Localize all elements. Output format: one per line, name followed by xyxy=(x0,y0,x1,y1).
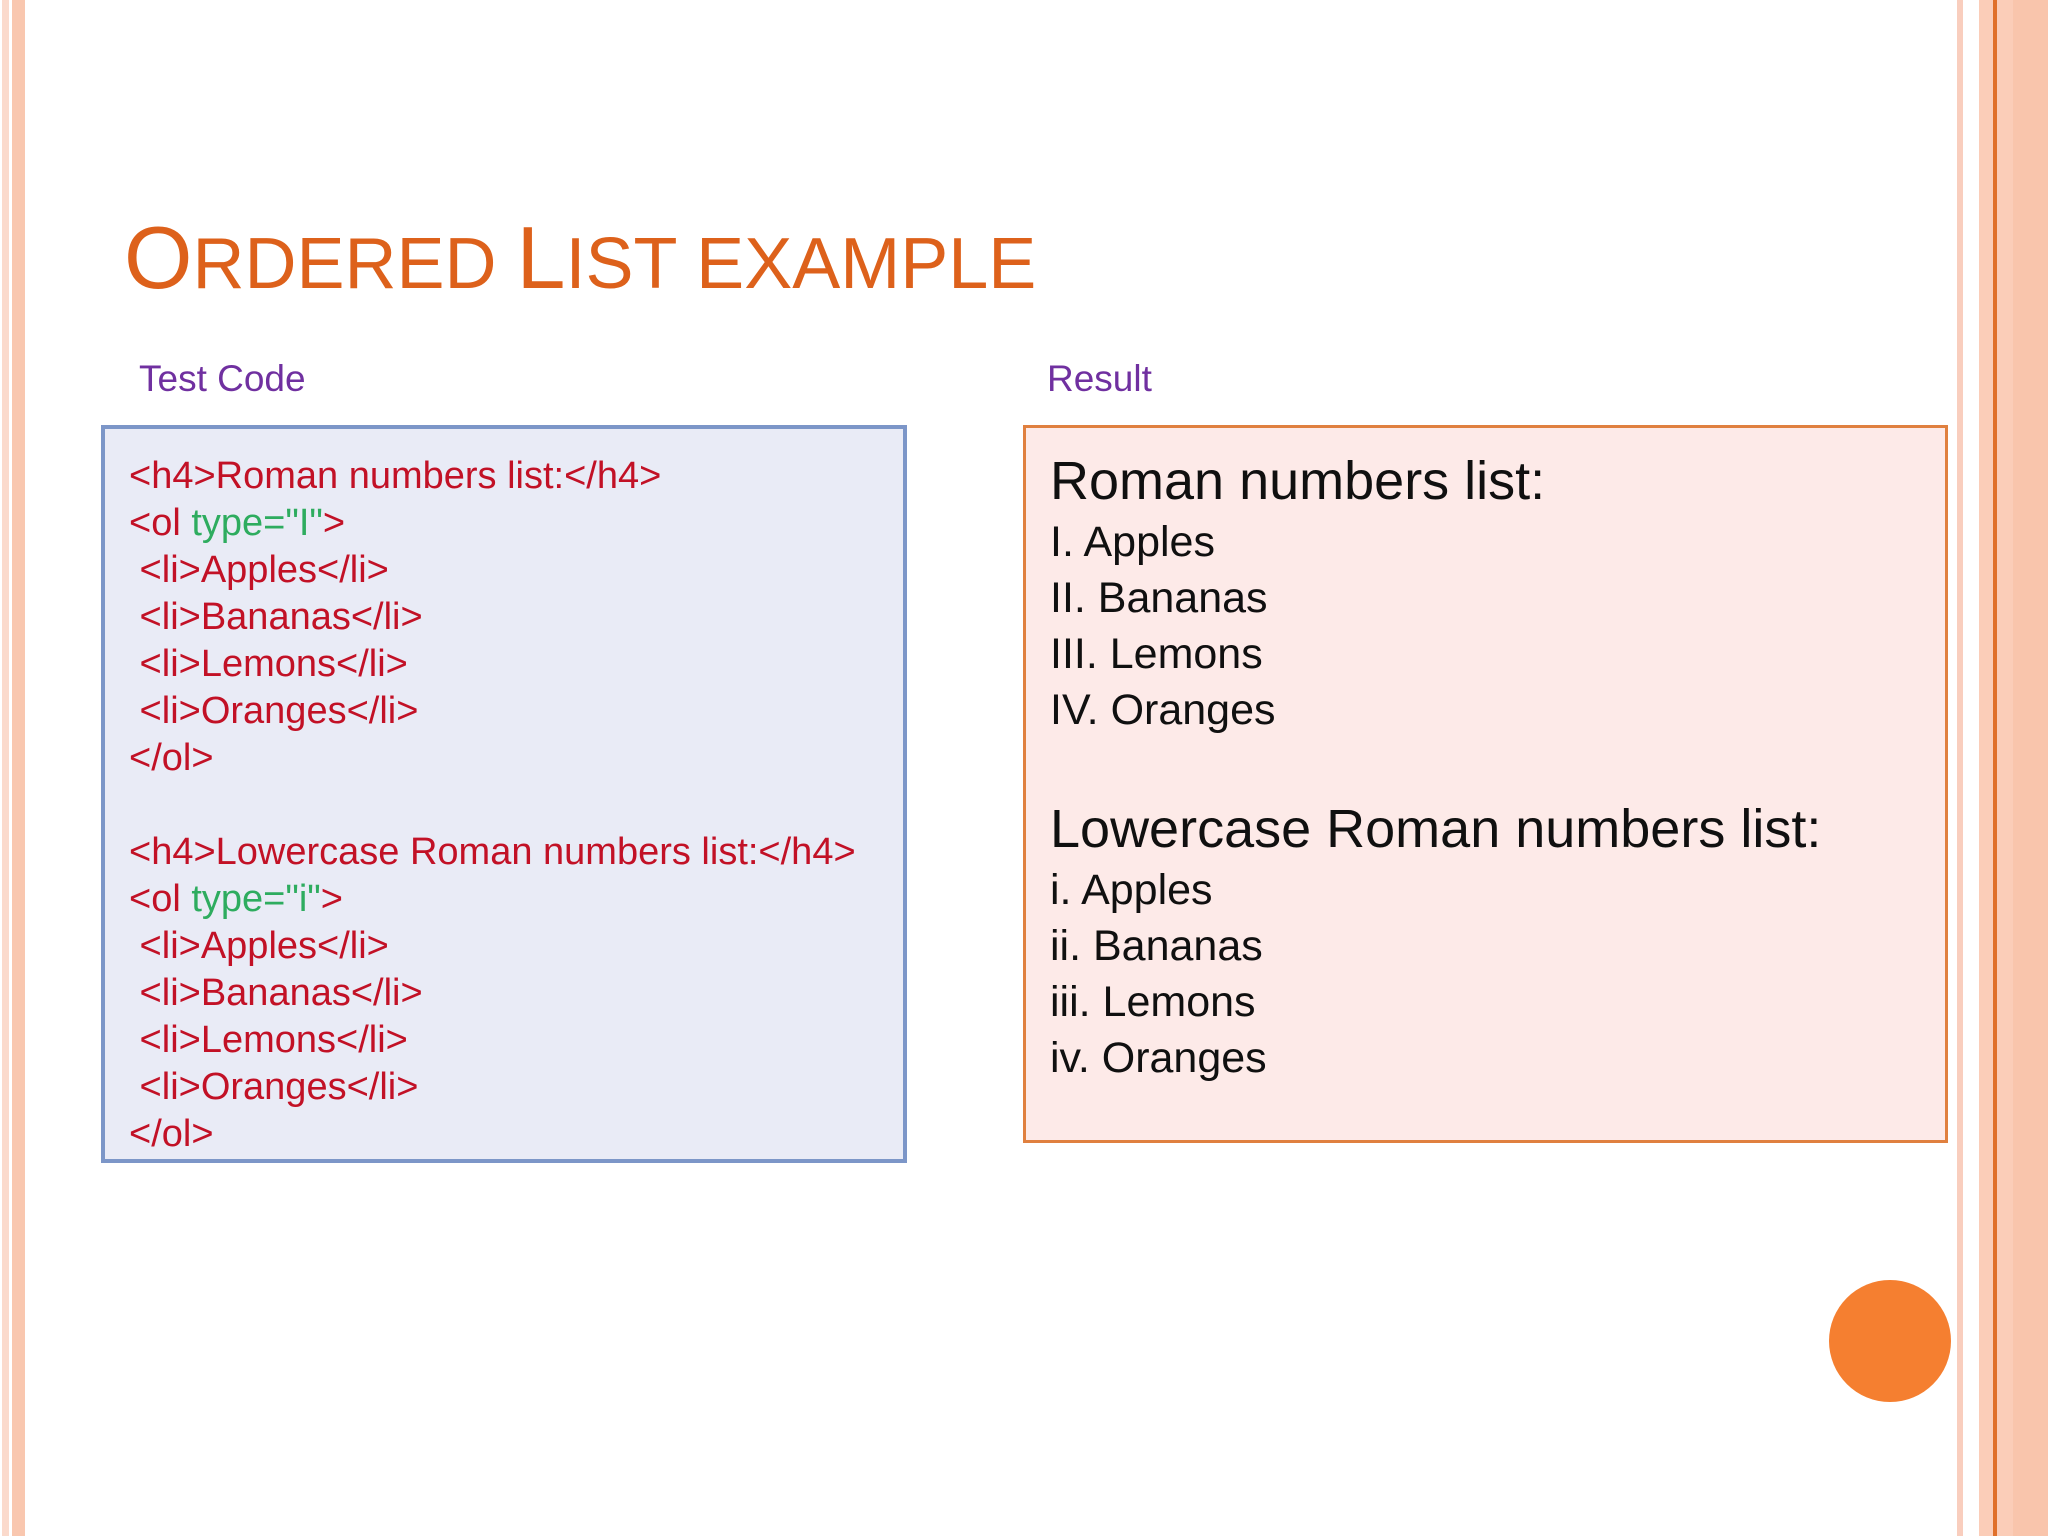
code-tag-text: <ol xyxy=(129,878,192,920)
code-line-li: <li>Apples</li> xyxy=(129,549,389,591)
code-line-li: <li>Apples</li> xyxy=(129,925,389,967)
code-line-ol-close: </ol> xyxy=(129,1113,214,1155)
title-small-caps: IST EXAMPLE xyxy=(565,224,1037,304)
title-initial-cap: O xyxy=(124,208,193,307)
code-line-li: <li>Oranges</li> xyxy=(129,690,419,732)
result-section-uppercase: Roman numbers list: I. Apples II. Banana… xyxy=(1050,448,1945,738)
code-line-h4: <h4>Lowercase Roman numbers list:</h4> xyxy=(129,829,903,876)
slide-title: ORDERED LIST EXAMPLE xyxy=(124,214,1036,302)
code-line-li: <li>Bananas</li> xyxy=(129,596,423,638)
result-list-item: IV. Oranges xyxy=(1050,686,1276,734)
result-panel: Roman numbers list: I. Apples II. Banana… xyxy=(1023,425,1948,1143)
result-list-item: II. Bananas xyxy=(1050,574,1268,622)
code-line-li: <li>Bananas</li> xyxy=(129,972,423,1014)
code-line-li: <li>Oranges</li> xyxy=(129,1066,419,1108)
result-label: Result xyxy=(1047,358,1152,399)
code-line-ol-open: <ol type="i"> xyxy=(129,876,903,923)
code-attr-text: type="I" xyxy=(191,502,323,544)
right-border-accent-line xyxy=(1993,0,1997,1536)
result-list-item: i. Apples xyxy=(1050,866,1213,914)
result-list-item: iii. Lemons xyxy=(1050,978,1256,1026)
result-list-item: ii. Bananas xyxy=(1050,922,1263,970)
title-initial-cap: L xyxy=(516,208,566,307)
right-border-stripe-thin xyxy=(1957,0,1963,1536)
code-line-ol-close: </ol> xyxy=(129,737,214,779)
result-heading: Roman numbers list: xyxy=(1050,451,1546,511)
code-tag-text: <ol xyxy=(129,502,192,544)
code-line-li: <li>Lemons</li> xyxy=(129,643,408,685)
right-border-outer-band xyxy=(2013,0,2048,1536)
result-list-item: iv. Oranges xyxy=(1050,1034,1267,1082)
code-panel: <h4>Roman numbers list:</h4> <ol type="I… xyxy=(101,425,907,1163)
result-list-item: I. Apples xyxy=(1050,518,1215,566)
code-tag-text: > xyxy=(320,878,343,920)
test-code-label: Test Code xyxy=(139,358,306,399)
result-list-item: III. Lemons xyxy=(1050,630,1263,678)
decorative-circle xyxy=(1829,1280,1951,1402)
code-blank-line xyxy=(129,782,903,829)
code-tag-text: <h4>Lowercase Roman numbers list:</h4> xyxy=(129,831,856,873)
title-small-caps: RDERED xyxy=(192,224,517,304)
code-attr-text: type="i" xyxy=(191,878,321,920)
code-tag-text: <h4>Roman numbers list:</h4> xyxy=(129,455,662,497)
result-heading: Lowercase Roman numbers list: xyxy=(1050,799,1822,859)
code-line-h4: <h4>Roman numbers list:</h4> xyxy=(129,453,903,500)
left-border-stripe-thin xyxy=(2,0,9,1536)
code-line-li: <li>Lemons</li> xyxy=(129,1019,408,1061)
result-section-lowercase: Lowercase Roman numbers list: i. Apples … xyxy=(1050,796,1945,1086)
left-border-stripe-thick xyxy=(12,0,25,1536)
code-line-ol-open: <ol type="I"> xyxy=(129,500,903,547)
code-tag-text: > xyxy=(322,502,346,544)
